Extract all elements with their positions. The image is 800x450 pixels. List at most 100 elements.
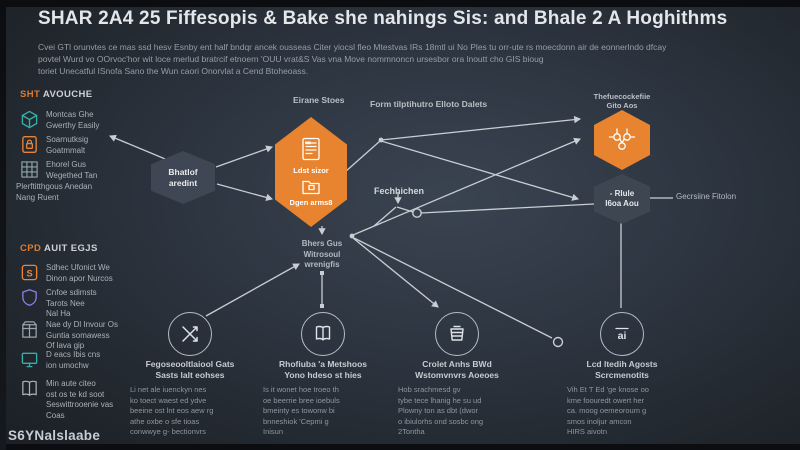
- column-body-line: Hob srachmesd gv: [398, 385, 461, 394]
- sidebar-item-1: Montcas Ghe Gwerthy Easily: [20, 110, 99, 131]
- sidebar-item-line: Nae dy Dl Invour Os: [46, 320, 119, 329]
- column-body-line: Vih Et T Ed 'ge knose oo: [567, 385, 649, 394]
- column-title-line: Lcd ltedih Agosts: [586, 359, 658, 369]
- sidebar-item-3-overflow: Plerftitthgous Anedan Nang Ruent: [16, 182, 92, 203]
- sidebar-item-text: Ehorel Gus Wegethed Tan: [46, 160, 97, 181]
- intro-line: Cvei GTl orunvtes ce mas ssd hesv Esnby …: [38, 42, 667, 52]
- label-fechhichen: Fechhichen: [374, 186, 425, 196]
- sidebar-item-line: ion umochw: [46, 360, 89, 370]
- column-title-line: Crolet Anhs BWd: [422, 359, 492, 369]
- label-form-tilptihutro: Form tilptihutro Elloto Dalets: [370, 99, 488, 109]
- cube-icon: [21, 110, 38, 129]
- column-title: Crolet Anhs BWd Wstomvnvrs Aoeoes: [394, 359, 520, 380]
- column-title-line: Yono hdeso st hies: [284, 369, 362, 380]
- sidebar-item-line: Nal Ha: [46, 309, 71, 318]
- section2-heading-accent: CPD: [20, 243, 42, 254]
- intro-paragraph: Cvei GTl orunvtes ce mas ssd hesv Esnby …: [38, 41, 773, 77]
- sidebar-item-8: Min aute citeo ost os te kd soot Seswitt…: [20, 379, 113, 421]
- label-eirane-stoes: Eirane Stoes: [293, 95, 345, 105]
- column-body-line: tybe tece lhanig he su ud: [398, 395, 482, 405]
- svg-text:S: S: [26, 268, 32, 279]
- sidebar-item-line: Plerftitthgous Anedan: [16, 182, 93, 191]
- column-title: Lcd ltedih Agosts Scrcmenotits: [563, 359, 681, 380]
- label-line: Witrosoul: [303, 249, 341, 259]
- sidebar-item-line: Coas: [46, 410, 65, 420]
- bottom-column-3: Crolet Anhs BWd Wstomvnvrs Aoeoes Hob sr…: [394, 312, 520, 438]
- left-hex-node: Bhatlof aredint: [151, 151, 215, 204]
- column-title-line: Sasts lalt eohses: [155, 369, 225, 380]
- sidebar-item-text: Sdhec Ufonict We Dinon apor Nurcos: [46, 263, 113, 284]
- sidebar-item-line: Goatmmalt: [46, 145, 86, 155]
- column-body-line: ca. moog oemeoroum g: [567, 406, 647, 415]
- right-dark-hex-line: - Rlule: [609, 189, 635, 198]
- bottom-column-2: Rhofiuba 'a Metshoos Yono hdeso st hies …: [259, 312, 387, 438]
- column-title-line: Wstomvnvrs Aoeoes: [415, 369, 499, 380]
- column-title-line: Rhofiuba 'a Metshoos: [279, 359, 367, 369]
- shield-icon: [22, 289, 37, 306]
- sidebar-item-3: Ehorel Gus Wegethed Tan: [20, 160, 97, 181]
- column-body-line: oe beerrie bree ioebuls: [263, 395, 340, 405]
- sidebar-item-2: Soarnutksig Goatmmalt: [20, 135, 88, 156]
- sidebar-item-line: Sdhec Ufonict We: [46, 263, 110, 272]
- sidebar-item-text: Nae dy Dl Invour Os Guntia somawess Of l…: [46, 320, 118, 352]
- bottom-column-1: Fegoseooltlaiool Gats Sasts lalt eohses …: [126, 312, 254, 438]
- column-body-line: 2Tontha: [398, 427, 425, 436]
- ai-chip-icon: ai: [615, 327, 629, 342]
- column-body: Vih Et T Ed 'ge knose oo kme foouredt ow…: [563, 385, 681, 438]
- section1-heading: SHT AVOUCHE: [20, 89, 93, 100]
- document-icon: [302, 137, 320, 161]
- column-body: Is it wonet hoe troeo th oe beerrie bree…: [259, 385, 387, 438]
- sidebar-item-line: Of lava gip: [46, 341, 85, 350]
- open-book-icon: [315, 325, 331, 341]
- label-gecrsiine-fitolon: Gecrsiine Fitolon: [676, 192, 737, 201]
- sidebar-item-line: Nang Ruent: [16, 192, 59, 202]
- page-title: SHAR 2A4 25 Fiffesopis & Bake she nahing…: [38, 8, 728, 29]
- column-title-line: Fegoseooltlaiool Gats: [145, 359, 235, 369]
- column-body-line: smos inoljur amcon: [567, 416, 632, 426]
- intro-line: toriet Unecatful ISnofa Sano the Wun cao…: [38, 66, 309, 76]
- sidebar-item-text: D eacs Ibis cns ion umochw: [46, 350, 100, 371]
- center-hex-node: Ldst sizor Dgen arms8: [275, 117, 347, 227]
- column-body-line: bmeinty es towonw bi: [263, 406, 335, 415]
- center-hex-bottom-label: Dgen arms8: [289, 198, 333, 207]
- book-icon: [22, 380, 37, 396]
- sidebar-item-line: Gwerthy Easily: [46, 120, 100, 130]
- column-circle: ai: [600, 312, 644, 356]
- sidebar-item-text: Montcas Ghe Gwerthy Easily: [46, 110, 99, 131]
- column-body-line: athe oxbe o sfe tioas: [130, 416, 200, 426]
- column-body-line: o ibiulorhs ond sosbc ong: [398, 416, 484, 426]
- sidebar-item-text: Cnfoe sdimsts Tarots Nee Nal Ha: [46, 288, 97, 320]
- sidebar-item-text: Min aute citeo ost os te kd soot Seswitt…: [46, 379, 113, 421]
- lock-document-icon: [22, 136, 37, 153]
- sidebar-item-line: Tarots Nee: [46, 298, 85, 308]
- sidebar-item-line: Min aute citeo: [46, 379, 96, 388]
- blueprint-grid-icon: [21, 161, 38, 178]
- watermark: S6YNalslaabe: [8, 428, 101, 443]
- crossed-arrows-icon: [182, 326, 198, 342]
- package-icon: [22, 321, 37, 338]
- sidebar-item-7: D eacs Ibis cns ion umochw: [20, 350, 100, 371]
- column-body-line: Plowny ton as dbt (dwor: [398, 406, 479, 415]
- right-dark-hex-node: - Rlule I6oa Aou: [594, 174, 650, 224]
- svg-text:ai: ai: [618, 330, 627, 342]
- column-body: Li net ale iuenckyn nes ko toect waest e…: [126, 385, 254, 438]
- column-circle: [435, 312, 479, 356]
- sidebar-item-line: D eacs Ibis cns: [46, 350, 101, 359]
- left-hex-line: Bhatlof: [168, 166, 198, 177]
- molecule-icon: [608, 128, 636, 150]
- bottom-edge-bar: [0, 444, 800, 450]
- column-body-line: HIRS aivotn: [567, 427, 608, 436]
- column-body-line: Li net ale iuenckyn nes: [130, 385, 207, 394]
- sidebar-item-text: Soarnutksig Goatmmalt: [46, 135, 88, 156]
- section2-heading-rest: AUIT EGJS: [41, 243, 98, 254]
- intro-line: povtel Wurd vo OOrvoc'hor wit loce merlu…: [38, 54, 544, 64]
- column-body-line: Is it wonet hoe troeo th: [263, 385, 339, 394]
- sidebar-item-line: ost os te kd soot: [46, 389, 105, 399]
- column-body-line: kme foouredt owert her: [567, 395, 645, 405]
- column-body-line: bnneshiok 'Cepmi g: [263, 416, 329, 426]
- column-circle: [168, 312, 212, 356]
- sidebar-item-line: Cnfoe sdimsts: [46, 288, 97, 297]
- sidebar-item-4: S Sdhec Ufonict We Dinon apor Nurcos: [20, 263, 113, 284]
- center-hex-top-label: Ldst sizor: [293, 166, 329, 175]
